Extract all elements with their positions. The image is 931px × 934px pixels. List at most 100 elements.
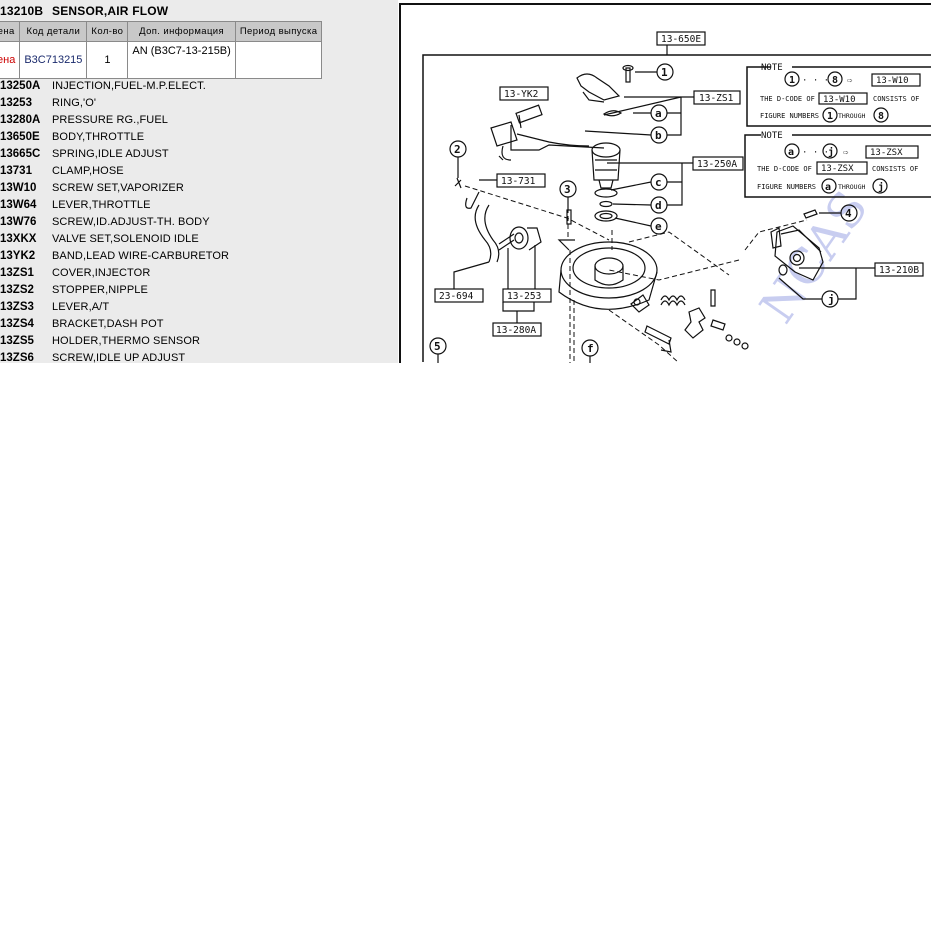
callout-5[interactable]: 5 [429, 337, 447, 363]
period-cell [234, 41, 323, 79]
label-23-694[interactable]: 23-694 [434, 288, 484, 303]
label-13-250A[interactable]: 13-250A [692, 156, 744, 171]
svg-text:13-YK2: 13-YK2 [504, 89, 538, 100]
part-name: STOPPER,NIPPLE [52, 284, 148, 296]
callout-f[interactable]: f [581, 339, 599, 363]
callout-b[interactable]: b [584, 126, 668, 144]
part-code: 13ZS4 [0, 318, 34, 330]
part-code: 13W64 [0, 199, 37, 211]
label-13-253[interactable]: 13-253 [502, 288, 552, 303]
list-item[interactable]: 13W10 SCREW SET,VAPORIZER [0, 181, 229, 198]
svg-text:CONSISTS OF: CONSISTS OF [872, 165, 918, 173]
svg-text:· · ·: · · · [802, 76, 829, 86]
part-code-cell[interactable]: B3C713215 [19, 41, 88, 79]
svg-text:a: a [825, 182, 831, 193]
svg-text:CONSISTS OF: CONSISTS OF [873, 95, 919, 103]
callout-j[interactable]: j [821, 290, 839, 308]
list-item[interactable]: 13280A PRESSURE RG.,FUEL [0, 113, 229, 130]
hose-clamp-part [454, 177, 500, 263]
label-13-YK2[interactable]: 13-YK2 [499, 86, 549, 101]
svg-text:13-731: 13-731 [501, 176, 536, 187]
part-code: 13ZS5 [0, 335, 34, 347]
parts-diagram[interactable]: NCAS 13-650E 13-YK2 13-ZS1 13-250A 13-73… [399, 0, 931, 363]
callout-1[interactable]: 1 [635, 63, 674, 81]
label-13-ZS1[interactable]: 13-ZS1 [693, 90, 741, 105]
svg-text:a: a [655, 107, 662, 120]
selected-part-title: 13210B SENSOR,AIR FLOW [0, 4, 168, 18]
column-header-price: ена [0, 21, 21, 42]
callout-2[interactable]: 2 [449, 140, 467, 178]
svg-text:b: b [655, 129, 662, 142]
leader-lines [453, 96, 875, 323]
part-name: CLAMP,HOSE [52, 165, 124, 177]
table-row: ена B3C713215 1 AN (B3C7-13-215B) [0, 41, 323, 79]
svg-text:13-ZSX: 13-ZSX [870, 148, 903, 158]
svg-text:8: 8 [878, 111, 884, 122]
svg-text:· · ·: · · · [802, 148, 829, 158]
note-box-2: NOTE a · · · j ⇨ 13-ZSX THE D-CODE OF 13… [744, 131, 931, 198]
part-code: 13665C [0, 148, 41, 160]
callout-e[interactable]: e [614, 217, 668, 235]
callout-c[interactable]: c [610, 173, 668, 191]
svg-text:4: 4 [845, 207, 852, 220]
part-code: 13ZS6 [0, 352, 34, 363]
note-box-1: NOTE 1 · · · 8 ⇨ 13-W10 THE D-CODE OF 13… [746, 63, 931, 127]
list-item[interactable]: 13ZS2 STOPPER,NIPPLE [0, 283, 229, 300]
column-header-qty: Кол-во [86, 21, 129, 42]
callout-3[interactable]: 3 [559, 180, 577, 210]
svg-text:FIGURE NUMBERS: FIGURE NUMBERS [757, 183, 816, 191]
callout-4[interactable]: 4 [819, 204, 858, 222]
label-13-210B[interactable]: 13-210B [874, 262, 924, 277]
part-code: 13731 [0, 165, 32, 177]
list-item[interactable]: 13731 CLAMP,HOSE [0, 164, 229, 181]
svg-text:⇨: ⇨ [843, 148, 849, 158]
svg-text:⇨: ⇨ [847, 76, 853, 86]
svg-text:d: d [655, 199, 662, 212]
part-name: BRACKET,DASH POT [52, 318, 164, 330]
price-cell[interactable]: ена [0, 41, 21, 79]
callout-d[interactable]: d [612, 196, 668, 214]
pressure-regulator-part [498, 209, 572, 251]
column-header-part-code: Код детали [19, 21, 88, 42]
svg-text:13-ZSX: 13-ZSX [821, 164, 854, 174]
label-13-731[interactable]: 13-731 [496, 173, 546, 188]
svg-text:5: 5 [434, 340, 441, 353]
watermark: NCAS [749, 181, 879, 333]
label-13-280A[interactable]: 13-280A [492, 322, 542, 337]
part-name: LEVER,A/T [52, 301, 110, 313]
svg-text:13-250A: 13-250A [697, 159, 737, 170]
diagram-frame [399, 3, 931, 363]
svg-text:j: j [878, 181, 884, 193]
part-name: SCREW SET,VAPORIZER [52, 182, 184, 194]
part-name: SCREW,ID.ADJUST-TH. BODY [52, 216, 210, 228]
label-13-650E[interactable]: 13-650E [656, 31, 706, 55]
part-code: 13280A [0, 114, 41, 126]
list-item[interactable]: 13ZS4 BRACKET,DASH POT [0, 317, 229, 334]
part-code: 13250A [0, 80, 41, 92]
svg-text:13-210B: 13-210B [879, 265, 919, 276]
part-name: BODY,THROTTLE [52, 131, 145, 143]
selected-part-code: 13210B [0, 4, 44, 18]
part-name: PRESSURE RG.,FUEL [52, 114, 169, 126]
selected-part-name: SENSOR,AIR FLOW [52, 4, 169, 18]
svg-text:13-ZS1: 13-ZS1 [699, 93, 734, 104]
part-code: 13ZS2 [0, 284, 34, 296]
injector-cover-part [576, 64, 634, 117]
part-name: COVER,INJECTOR [52, 267, 151, 279]
svg-text:NOTE: NOTE [761, 63, 783, 73]
part-code: 13W10 [0, 182, 37, 194]
svg-text:THROUGH: THROUGH [838, 183, 865, 191]
svg-text:13-280A: 13-280A [496, 325, 536, 336]
